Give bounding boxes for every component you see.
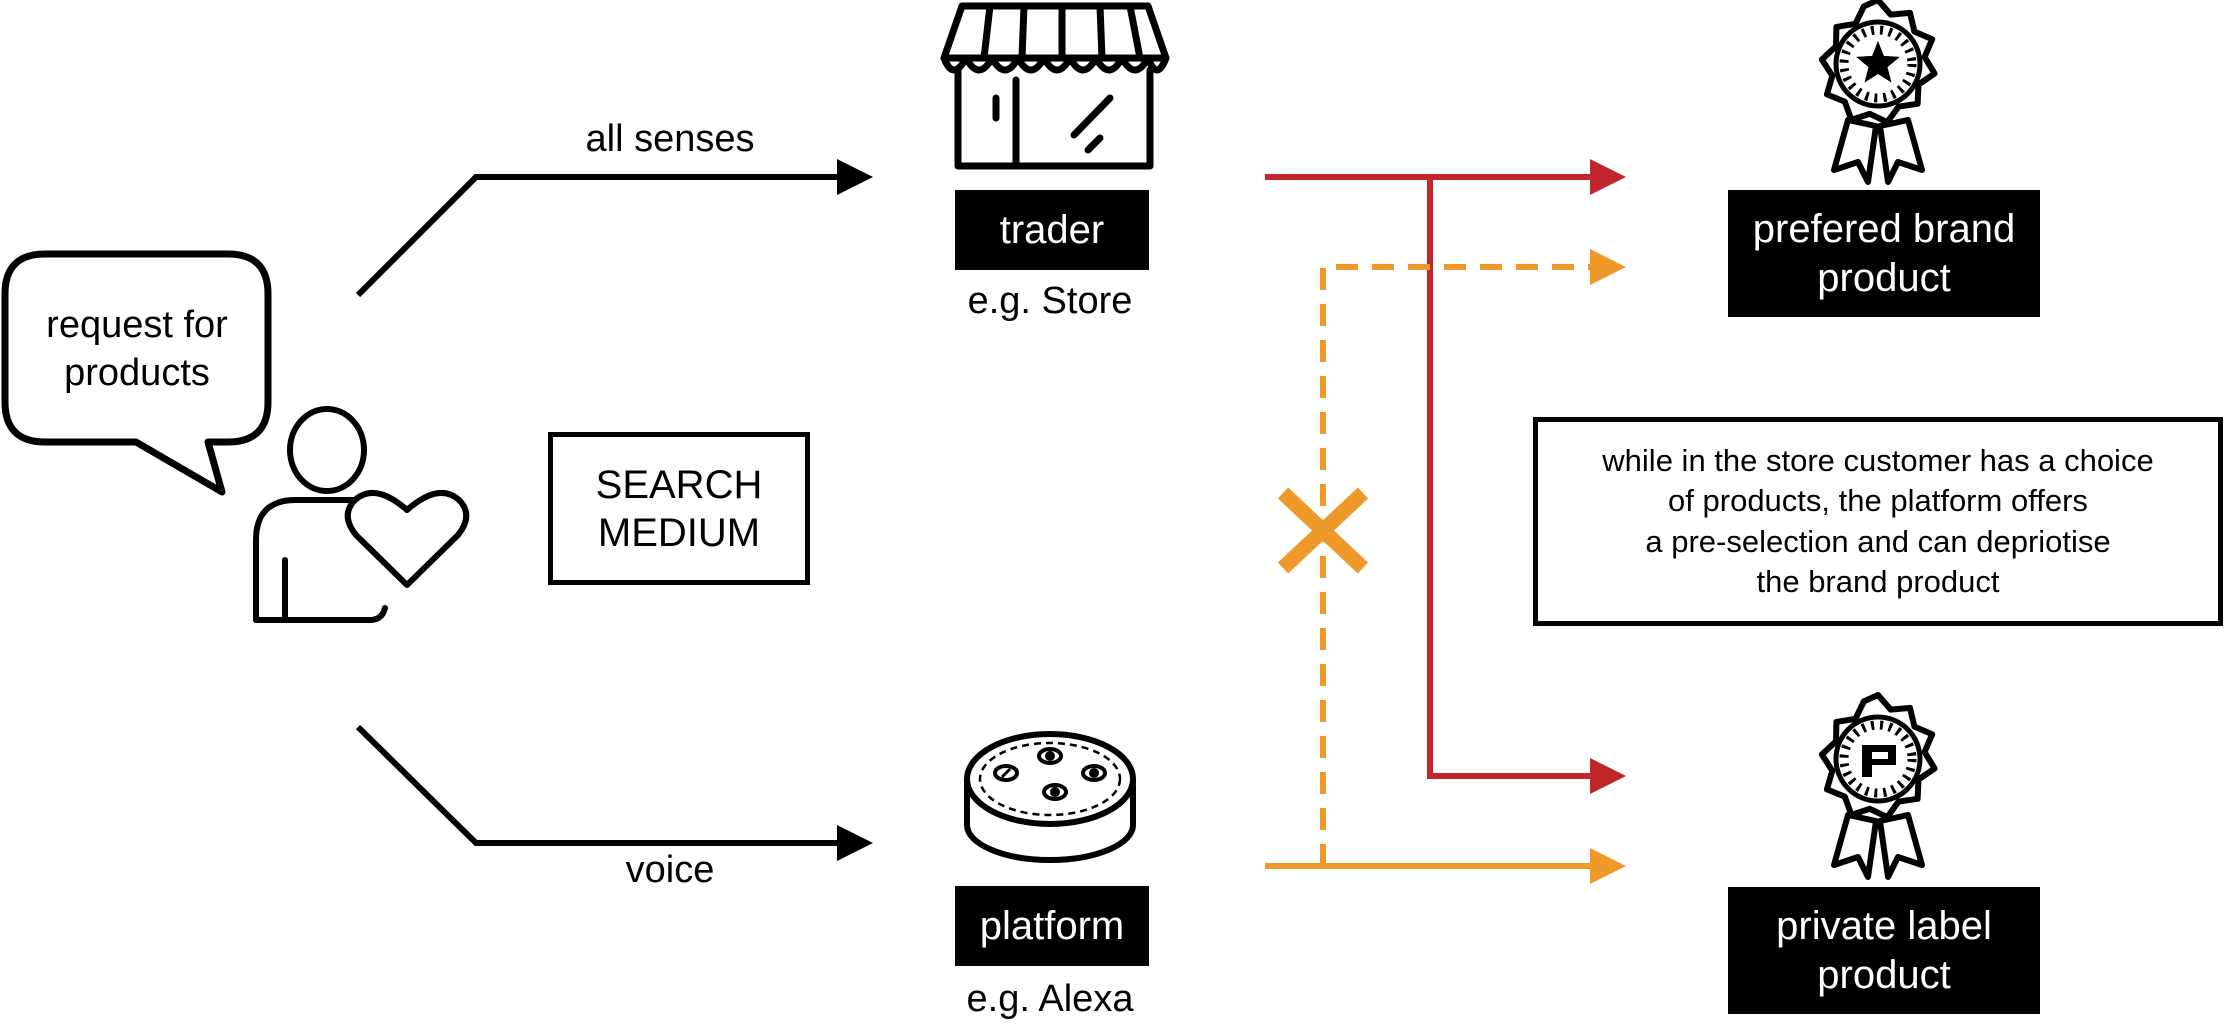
speech-bubble — [1, 250, 272, 496]
platform-to-brand-dashed-line — [1320, 249, 1626, 866]
trader-label: trader — [955, 190, 1149, 270]
star-badge-icon — [1818, 0, 1938, 185]
path-label-voice: voice — [625, 849, 715, 891]
p-badge-icon — [1818, 692, 1938, 880]
store-to-private-line — [1427, 177, 1626, 794]
path-all-senses — [355, 159, 873, 298]
smart-speaker-icon — [964, 731, 1136, 863]
brand-product-label: prefered brand product — [1728, 190, 2040, 317]
path-label-all-senses: all senses — [585, 118, 755, 160]
path-voice — [355, 724, 873, 861]
note-text: while in the store customer has a choice… — [1602, 442, 2154, 599]
x-mark-icon — [1277, 487, 1369, 574]
search-medium-box: SEARCH MEDIUM — [548, 432, 810, 585]
trader-example: e.g. Store — [967, 280, 1133, 322]
platform-example: e.g. Alexa — [966, 978, 1134, 1020]
search-medium-label: SEARCH MEDIUM — [595, 462, 763, 555]
storefront-icon — [940, 2, 1170, 170]
note-box: while in the store customer has a choice… — [1533, 417, 2223, 626]
person-heart-icon — [253, 406, 470, 623]
private-label-product-label: private label product — [1728, 887, 2040, 1014]
bubble-text: request for products — [46, 304, 228, 394]
platform-label: platform — [955, 886, 1149, 966]
